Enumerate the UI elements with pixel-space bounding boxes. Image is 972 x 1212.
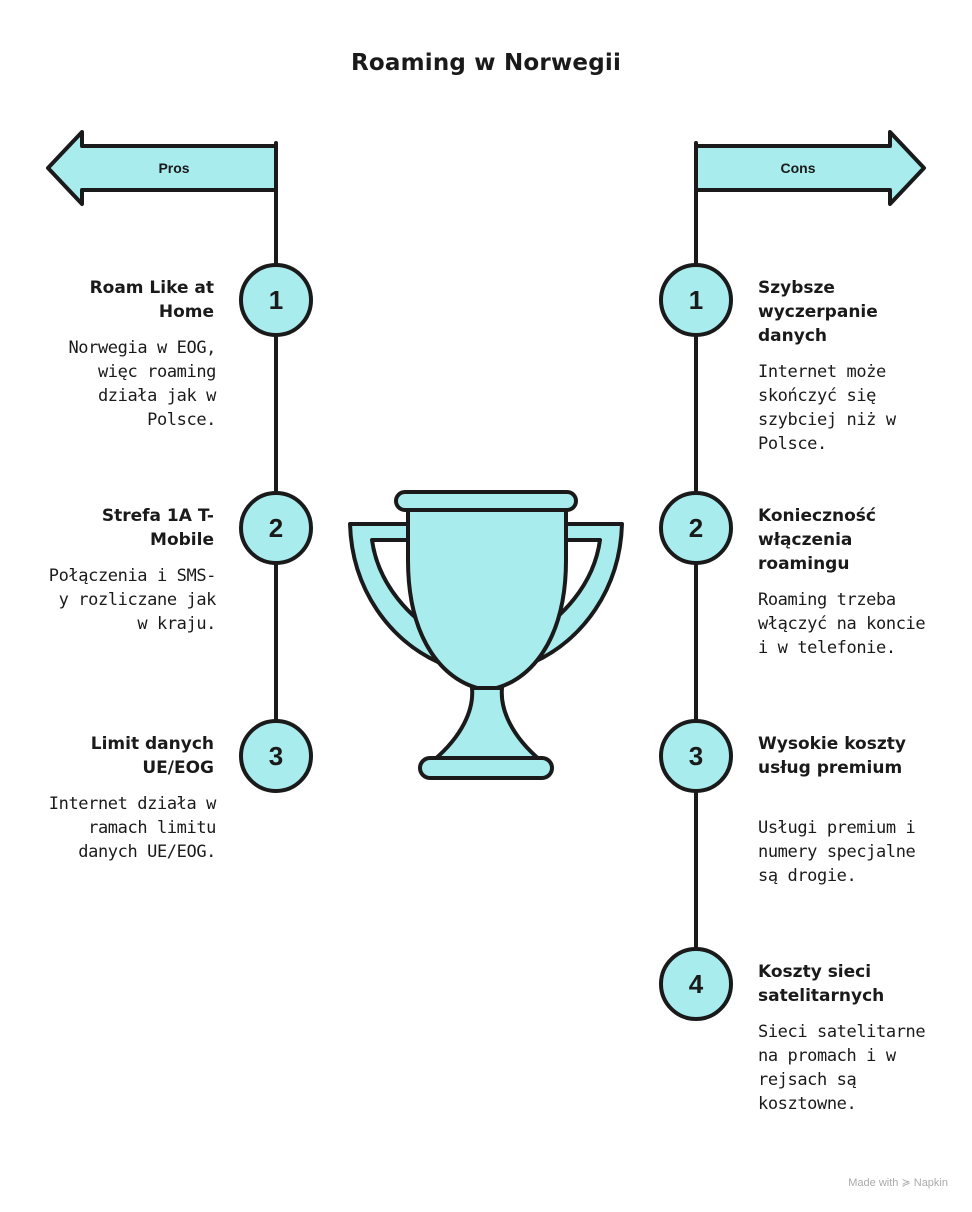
pros-item-description-1: Norwegia w EOG, więc roaming działa jak … (68, 338, 216, 430)
pros-label: Pros (158, 160, 190, 176)
footer-credit: Made with ≽ Napkin (848, 1177, 948, 1189)
cons-circle-4 (659, 947, 733, 1021)
pros-circle-3 (239, 719, 313, 793)
cons-item-description-3: Usługi premium i numery specjalne są dro… (758, 818, 916, 886)
cons-item-description-2: Roaming trzeba włączyć na koncie i w tel… (758, 590, 926, 658)
cons-arrow-icon (694, 130, 926, 206)
cons-circle-1 (659, 263, 733, 337)
pros-arrow-icon (46, 130, 278, 206)
pros-number-1: 1 (268, 285, 284, 315)
pros-item-title-1: Roam Like at Home (89, 278, 214, 322)
cons-circle-3 (659, 719, 733, 793)
cons-number-1: 1 (688, 285, 704, 315)
pros-item-title-3: Limit danych UE/EOG (90, 734, 214, 778)
pros-circle-1 (239, 263, 313, 337)
cons-number-4: 4 (688, 969, 704, 999)
pros-circle-2 (239, 491, 313, 565)
cons-item-description-1: Internet może skończyć się szybciej niż … (758, 362, 896, 454)
cons-item-title-2: Konieczność włączenia roamingu (758, 506, 876, 574)
pros-item-description-3: Internet działa w ramach limitu danych U… (48, 794, 217, 862)
cons-item-title-4: Koszty sieci satelitarnych (758, 962, 885, 1006)
cons-item-title-1: Szybsze wyczerpanie danych (758, 278, 878, 346)
pros-item-description-2: Połączenia i SMS-y rozliczane jak w kraj… (48, 566, 217, 634)
page-title: Roaming w Norwegii (350, 50, 622, 76)
trophy-icon (348, 490, 624, 780)
pros-number-3: 3 (268, 741, 284, 771)
pros-item-title-2: Strefa 1A T-Mobile (101, 506, 214, 550)
cons-item-title-3: Wysokie koszty usług premium (758, 734, 906, 778)
cons-item-description-4: Sieci satelitarne na promach i w rejsach… (758, 1022, 926, 1114)
cons-number-2: 2 (688, 513, 704, 543)
pros-number-2: 2 (268, 513, 284, 543)
cons-number-3: 3 (688, 741, 704, 771)
cons-circle-2 (659, 491, 733, 565)
cons-label: Cons (780, 160, 816, 176)
